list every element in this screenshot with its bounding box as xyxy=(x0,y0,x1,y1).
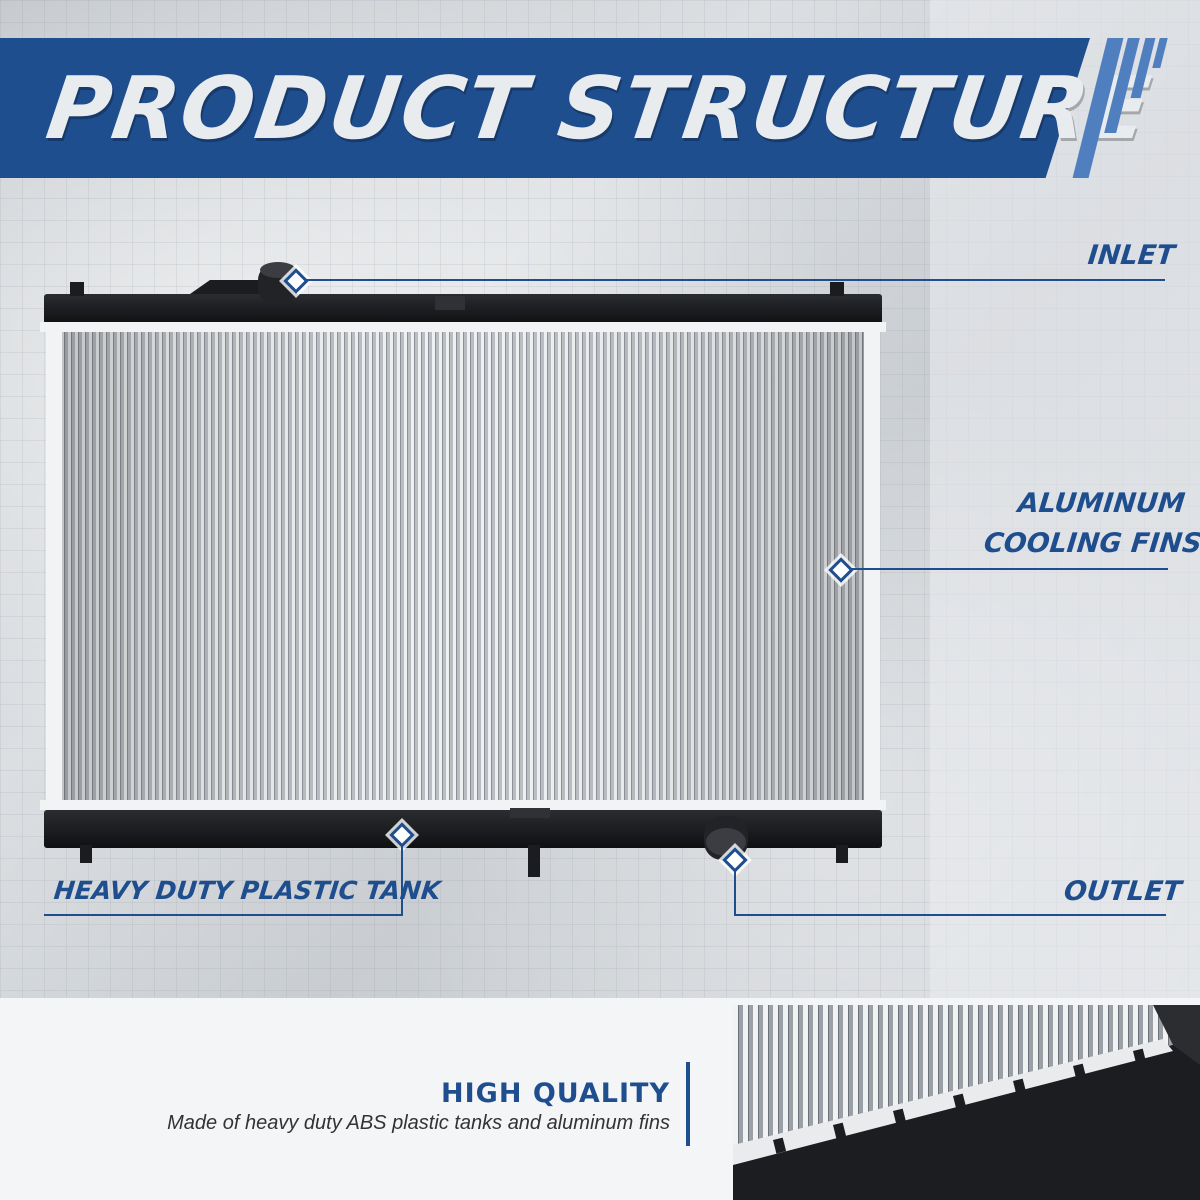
tank-label: HEAVY DUTY PLASTIC TANK xyxy=(52,876,443,905)
title-banner xyxy=(0,38,1090,178)
quality-title: HIGH QUALITY xyxy=(441,1078,670,1109)
fins-label-line2: COOLING FINS xyxy=(982,528,1200,559)
inlet-label: INLET xyxy=(1086,240,1177,271)
quality-description: Made of heavy duty ABS plastic tanks and… xyxy=(167,1112,670,1134)
tank-leader-line-vertical xyxy=(401,844,403,916)
outlet-leader-line xyxy=(734,914,1166,916)
tank-leader-line xyxy=(44,914,403,916)
inlet-leader-line xyxy=(305,279,1165,281)
quality-divider xyxy=(686,1062,690,1146)
fin-detail-image xyxy=(733,1005,1200,1200)
fins-label-line1: ALUMINUM xyxy=(1016,488,1187,519)
outlet-leader-line-vertical xyxy=(734,869,736,916)
outlet-label: OUTLET xyxy=(1062,876,1184,907)
fins-leader-line xyxy=(850,568,1168,570)
radiator-image xyxy=(40,262,886,877)
page-title: PRODUCT STRUCTURE xyxy=(40,59,1158,159)
